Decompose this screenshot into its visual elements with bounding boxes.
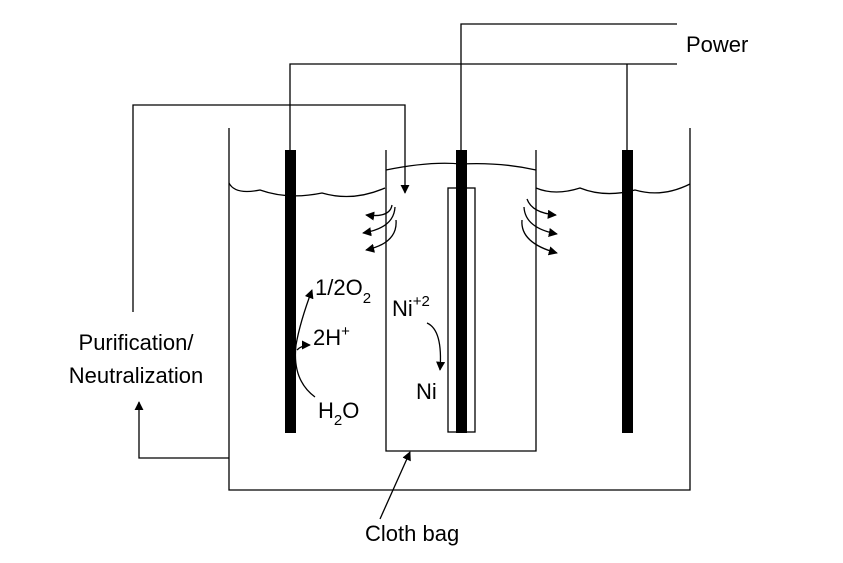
recirculation-loop bbox=[132, 104, 410, 459]
cathode-center bbox=[456, 150, 467, 433]
anode-left bbox=[285, 150, 296, 433]
flow-arrows-right bbox=[521, 198, 558, 256]
nickel-label: Ni bbox=[416, 379, 437, 404]
proton-label: 2H+ bbox=[313, 323, 350, 350]
nickel-ion-label: Ni+2 bbox=[392, 293, 430, 321]
anode-reaction-arrows bbox=[294, 289, 316, 398]
anode-right bbox=[622, 150, 633, 433]
nickel-deposition-arrow bbox=[426, 322, 446, 371]
cloth-bag-label: Cloth bag bbox=[365, 521, 459, 546]
flow-arrows-left bbox=[362, 204, 397, 253]
purification-label: Purification/Neutralization bbox=[69, 330, 204, 388]
power-wiring bbox=[289, 23, 677, 150]
cloth-bag-pointer bbox=[379, 451, 411, 520]
power-label: Power bbox=[686, 32, 748, 57]
oxygen-label: 1/2O2 bbox=[315, 275, 371, 307]
water-label: H2O bbox=[318, 398, 359, 429]
